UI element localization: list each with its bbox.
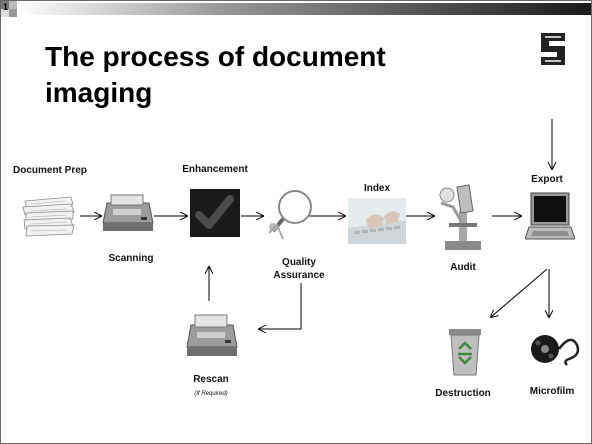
arrow-export-to-destruction — [491, 268, 548, 317]
label-export: Export — [531, 174, 563, 185]
company-logo-icon — [541, 33, 565, 65]
laptop-icon — [525, 192, 575, 240]
slide-number: 1 — [3, 2, 9, 12]
label-audit: Audit — [450, 262, 476, 273]
label-rescan: Rescan — [193, 374, 229, 385]
label-scanning: Scanning — [108, 253, 154, 264]
microscope-icon — [439, 184, 481, 250]
label-if-required: (If Required) — [194, 391, 228, 397]
checkmark-icon — [190, 189, 240, 237]
keyboard-typing-icon — [348, 198, 406, 244]
magnifier-icon — [268, 190, 312, 240]
recycle-bin-icon — [449, 329, 481, 376]
header-bar — [1, 1, 591, 17]
arrow-qa-to-rescan — [259, 283, 302, 329]
label-document-prep: Document Prep — [13, 165, 87, 176]
label-microfilm: Microfilm — [529, 386, 575, 397]
label-assurance: Assurance — [273, 270, 325, 281]
label-index: Index — [363, 183, 391, 194]
label-enhancement: Enhancement — [182, 164, 248, 175]
label-destruction: Destruction — [435, 388, 491, 399]
scanner-icon — [102, 194, 154, 231]
scanner-icon — [186, 314, 238, 356]
page-title: The process of document imaging — [45, 41, 386, 108]
paper-stack-icon — [22, 196, 75, 237]
film-reel-icon — [531, 335, 580, 366]
label-quality: Quality — [282, 257, 316, 268]
